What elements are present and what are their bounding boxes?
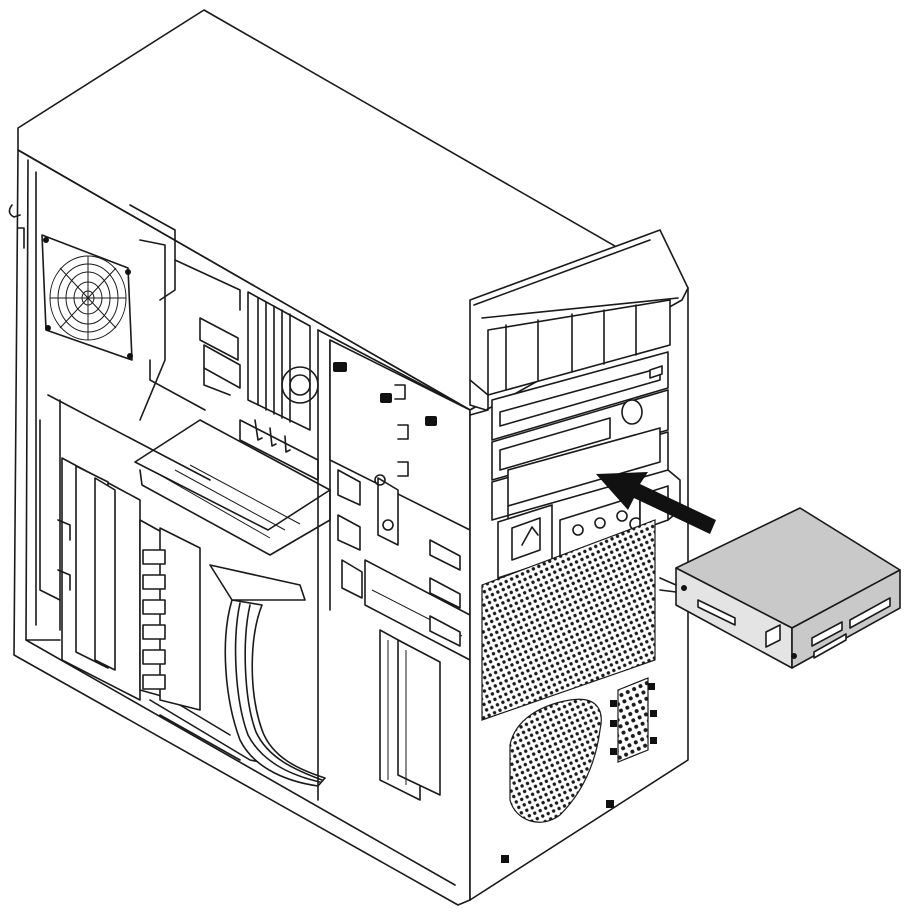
ribbon-cable [209, 564, 326, 787]
bezel-clip-tabs [501, 683, 657, 863]
optical-drive-bay-1 [491, 351, 669, 441]
power-supply [129, 204, 241, 411]
inner-rails [39, 239, 211, 631]
drive-rail-clips [142, 549, 166, 690]
expansion-card-area [239, 291, 319, 481]
rear-fan [41, 234, 133, 361]
card-reader-device [659, 507, 901, 669]
lower-drive-cage [364, 539, 471, 801]
optical-drive-bay-2 [491, 389, 669, 481]
motherboard-connectors [199, 317, 241, 396]
chassis-frame [8, 149, 471, 906]
drive-bay-frame [317, 329, 471, 801]
drive-bay-clips [337, 469, 399, 599]
hard-drive-cage [57, 457, 201, 711]
front-mesh-vent [481, 519, 656, 823]
insert-direction-arrow [596, 472, 716, 534]
adapter-card [134, 419, 331, 556]
